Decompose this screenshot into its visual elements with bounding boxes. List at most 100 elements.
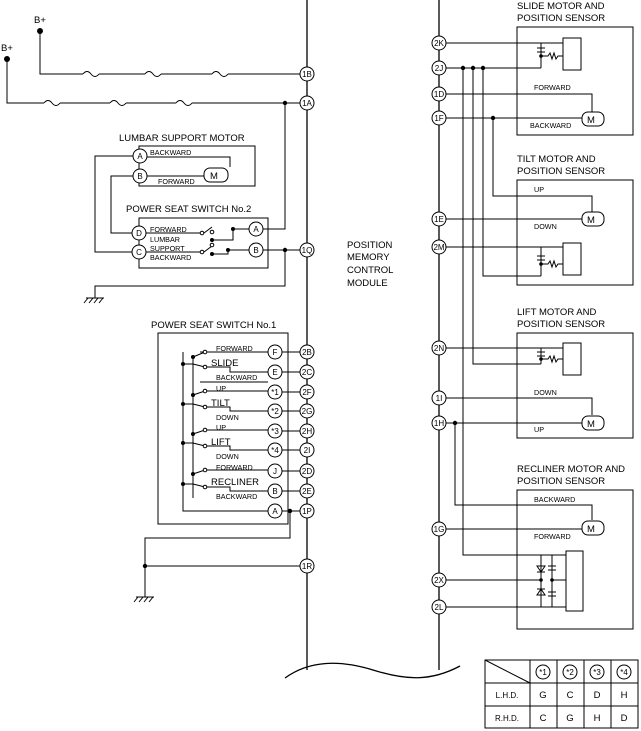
switch2-backward: BACKWARD (150, 253, 191, 262)
pin-2g: 2G (302, 407, 313, 416)
power-seat-switch-2: POWER SEAT SWITCH No.2 D C A B FORWARD L… (83, 204, 300, 304)
pin-2i: 2I (304, 446, 311, 455)
pin-1f: 1F (434, 114, 443, 123)
slide-title-1: SLIDE MOTOR AND (517, 1, 605, 12)
switch1-pin-b: B (272, 487, 277, 496)
switch1-recliner-forward: FORWARD (216, 463, 253, 472)
slide-forward: FORWARD (534, 83, 571, 92)
lift-title-2: POSITION SENSOR (517, 319, 605, 330)
lumbar-motor-symbol: M (210, 171, 218, 182)
pin-2k: 2K (434, 39, 444, 48)
lumbar-support-motor: LUMBAR SUPPORT MOTOR A B BACKWARD FORWAR… (94, 133, 256, 253)
lumbar-forward-label: FORWARD (158, 177, 195, 186)
power-seat-switch-1: POWER SEAT SWITCH No.1 F E *1 *2 *3 *4 J… (133, 320, 300, 603)
b-plus-label-1: B+ (34, 15, 46, 26)
module-label-line1: POSITION (347, 240, 393, 251)
switch1-tilt-up: UP (216, 384, 226, 393)
pin-2m: 2M (433, 243, 444, 252)
switch2-lumbar: LUMBAR (150, 235, 180, 244)
tilt-down: DOWN (534, 222, 557, 231)
recliner-backward: BACKWARD (534, 495, 575, 504)
recliner-motor-symbol: M (587, 524, 595, 535)
slide-title-2: POSITION SENSOR (517, 13, 605, 24)
tilt-title-1: TILT MOTOR AND (517, 154, 596, 165)
lumbar-pin-a: A (137, 152, 143, 161)
tilt-motor-and-sensor: TILT MOTOR AND POSITION SENSOR UP DOWN M (516, 154, 634, 286)
pin-2f: 2F (302, 388, 311, 397)
pin-2d: 2D (302, 467, 312, 476)
switch2-pin-c: C (136, 248, 142, 257)
switch2-pin-d: D (136, 229, 142, 238)
module-right-pins: 2K 2J 1D 1F 1E 2M 2N 1I 1H 1G 2X 2L (431, 35, 447, 615)
switch2-title: POWER SEAT SWITCH No.2 (126, 204, 251, 215)
recliner-forward: FORWARD (534, 532, 571, 541)
lift-down: DOWN (534, 388, 557, 397)
module-label-line2: MEMORY (347, 252, 390, 263)
pin-1r: 1R (302, 562, 312, 571)
switch1-pin-j: J (273, 467, 277, 476)
switch1-contacts (181, 349, 268, 492)
recliner-title-1: RECLINER MOTOR AND (517, 464, 625, 475)
switch1-pin-f: F (273, 348, 278, 357)
lift-motor-symbol: M (587, 419, 595, 430)
legend-rhd-star1: C (540, 713, 547, 724)
switch1-lift-up: UP (216, 423, 226, 432)
legend-rhd-star4: D (621, 713, 628, 724)
pin-1g: 1G (434, 525, 445, 534)
pin-1e: 1E (434, 215, 444, 224)
b-plus-label-2: B+ (1, 43, 13, 54)
switch1-pin-star1: *1 (271, 388, 279, 397)
switch2-support: SUPPORT (150, 244, 185, 253)
switch1-title: POWER SEAT SWITCH No.1 (151, 320, 276, 331)
module-label-line4: MODULE (347, 278, 388, 289)
switch1-pin-e: E (272, 368, 277, 377)
switch1-recliner: RECLINER (211, 477, 259, 488)
legend-header-star1: *1 (539, 668, 547, 677)
tilt-motor-symbol: M (587, 215, 595, 226)
legend-header-star4: *4 (620, 668, 628, 677)
legend-rhd-star2: G (566, 713, 573, 724)
legend-lhd-star1: G (539, 690, 546, 701)
switch1-pin-star3: *3 (271, 427, 279, 436)
switch1-slide: SLIDE (211, 358, 238, 369)
tilt-title-2: POSITION SENSOR (517, 166, 605, 177)
slide-motor-symbol: M (587, 115, 595, 126)
pin-1b: 1B (302, 70, 312, 79)
legend-lhd-star4: H (621, 690, 628, 701)
lumbar-pin-b: B (137, 172, 142, 181)
slide-backward: BACKWARD (530, 121, 571, 130)
pin-2c: 2C (302, 368, 312, 377)
lumbar-backward-label: BACKWARD (150, 148, 191, 157)
switch2-forward: FORWARD (150, 225, 187, 234)
legend-table: *1 *2 *3 *4 L.H.D. G C D H R.H.D. C G H … (484, 659, 639, 729)
pin-2l: 2L (435, 603, 444, 612)
legend-lhd-star3: D (594, 690, 601, 701)
pin-2b: 2B (302, 348, 312, 357)
lumbar-motor-title: LUMBAR SUPPORT MOTOR (119, 133, 245, 144)
lift-up: UP (534, 425, 544, 434)
switch2-pin-a: A (253, 225, 259, 234)
switch1-tilt-down: DOWN (216, 413, 239, 422)
legend-row-lhd-label: L.H.D. (496, 691, 519, 700)
pin-1p: 1P (302, 507, 312, 516)
switch1-pin-star2: *2 (271, 407, 279, 416)
module-label-line3: CONTROL (347, 265, 393, 276)
tilt-up: UP (534, 185, 544, 194)
recliner-title-2: POSITION SENSOR (517, 476, 605, 487)
switch1-slide-backward: BACKWARD (216, 373, 257, 382)
legend-rhd-star3: H (594, 713, 601, 724)
slide-motor-and-sensor: SLIDE MOTOR AND POSITION SENSOR FORWARD … (516, 1, 634, 136)
pin-1i: 1I (436, 394, 443, 403)
legend-header-star2: *2 (566, 668, 574, 677)
pin-1q: 1Q (302, 246, 313, 255)
pin-2j: 2J (435, 64, 443, 73)
legend-row-rhd-label: R.H.D. (495, 714, 519, 723)
module-left-pins: 1B 1A 1Q 2B 2C 2F 2G 2H 2I 2D 2E 1P 1R (299, 66, 315, 574)
pin-2h: 2H (302, 427, 312, 436)
pin-2e: 2E (302, 487, 312, 496)
switch1-recliner-backward: BACKWARD (216, 492, 257, 501)
switch1-slide-forward: FORWARD (216, 344, 253, 353)
switch2-pin-b: B (253, 246, 258, 255)
switch1-lift-down: DOWN (216, 452, 239, 461)
